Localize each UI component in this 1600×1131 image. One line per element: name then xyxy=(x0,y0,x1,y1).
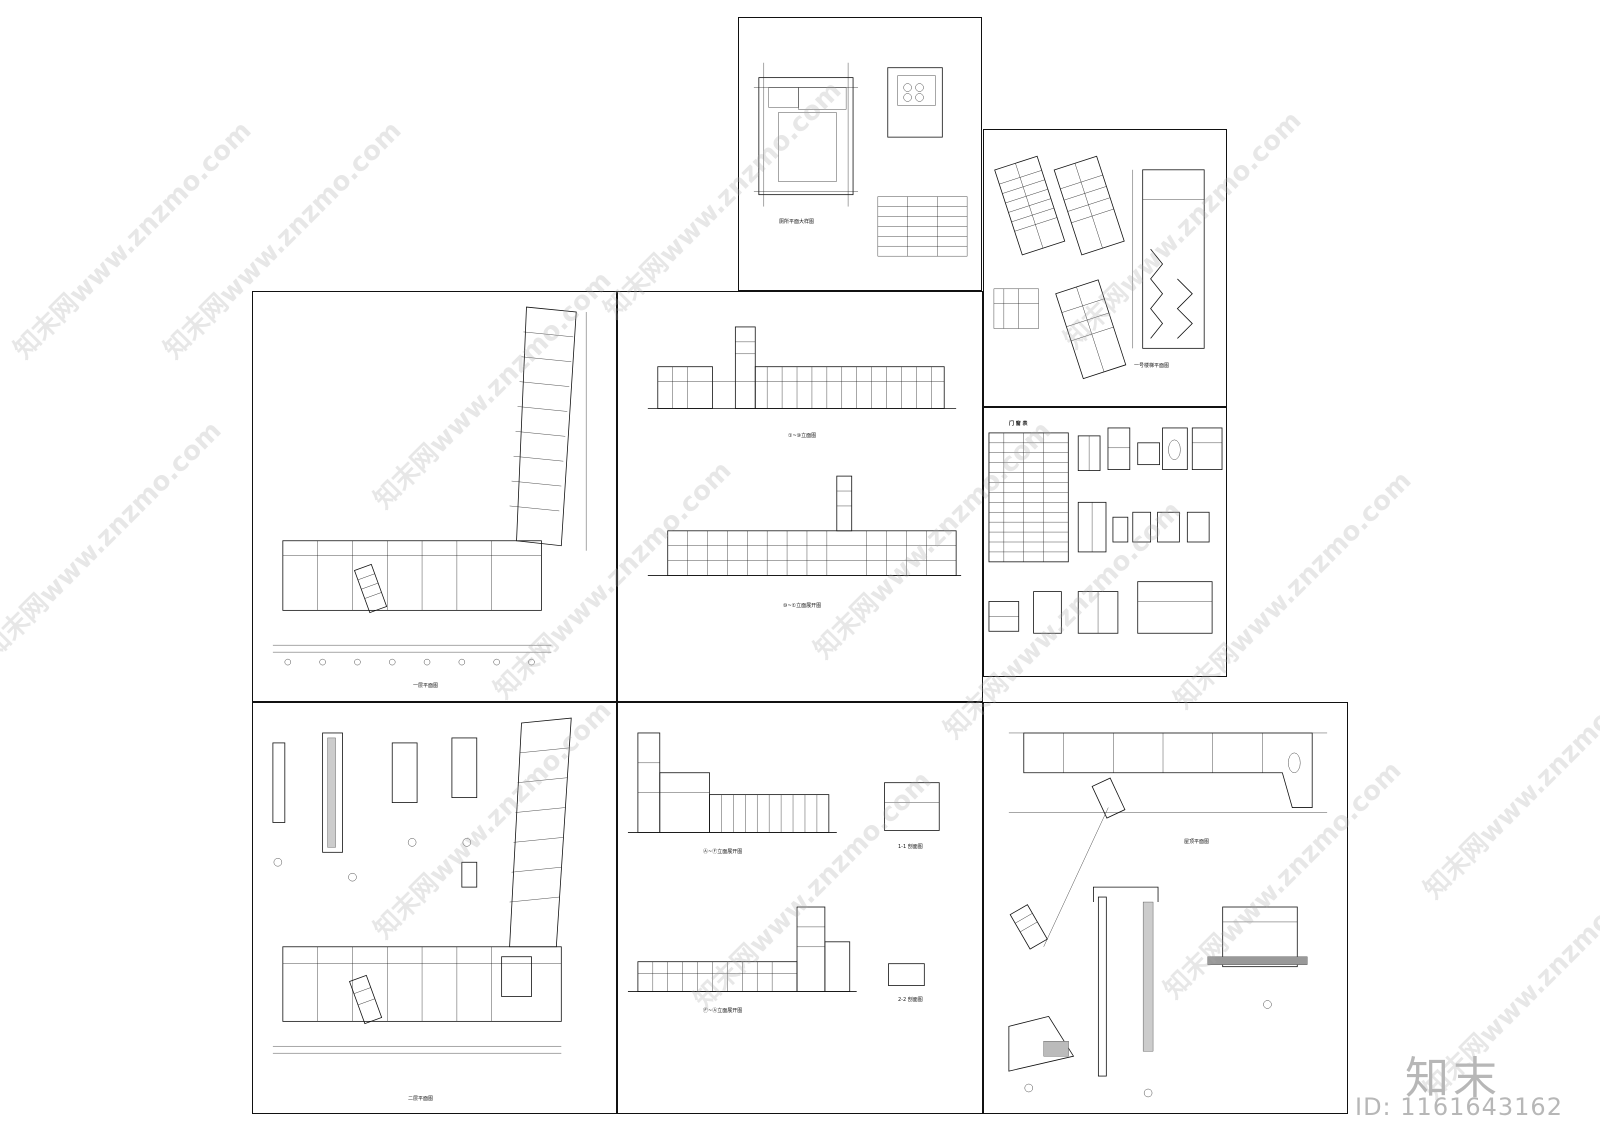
site-detail-drawing xyxy=(753,62,968,257)
site-detail-caption: 厕所平面大样图 xyxy=(779,219,815,225)
sheet-elev-1: ①~⑩立面图 ⑩~①立面展开图 xyxy=(617,291,983,702)
plan-1-caption: 一层平面图 xyxy=(413,683,439,689)
plan-2-drawing xyxy=(272,717,572,1054)
plan-1-drawing xyxy=(272,306,587,666)
elev-1-drawing xyxy=(647,326,962,576)
roof-drawing xyxy=(1008,732,1328,1098)
sheet-stair: 一号楼梯平面图 xyxy=(983,129,1227,407)
watermark-1: 知末网www.znzmo.com xyxy=(8,115,258,365)
elev-2-caption-a: Ⓐ~Ⓕ立面展开图 xyxy=(703,849,743,855)
sheet-site-detail: 厕所平面大样图 xyxy=(738,17,982,291)
brand-id-label: ID: 1161643162 xyxy=(1355,1093,1563,1121)
door-window-drawing xyxy=(988,427,1223,634)
door-window-caption: 门 窗 表 xyxy=(1009,421,1028,427)
watermark-13: 知末网www.znzmo.com xyxy=(1418,655,1600,905)
watermark-2: 知末网www.znzmo.com xyxy=(0,415,228,665)
elev-2-section-b: 2-2 剖面图 xyxy=(898,997,923,1003)
sheet-plan-2: 二层平面图 xyxy=(252,702,617,1114)
stair-caption: 一号楼梯平面图 xyxy=(1134,363,1170,369)
roof-caption: 屋顶平面图 xyxy=(1184,839,1210,845)
sheet-elev-2: Ⓐ~Ⓕ立面展开图 Ⓕ~Ⓐ立面展开图 1-1 剖面图 2-2 剖面图 xyxy=(617,702,983,1114)
plan-2-caption: 二层平面图 xyxy=(408,1096,434,1102)
elev-1-caption-a: ①~⑩立面图 xyxy=(788,433,817,439)
sheet-door-window: 门 窗 表 xyxy=(983,407,1227,677)
elev-1-caption-b: ⑩~①立面展开图 xyxy=(783,603,822,609)
sheet-plan-1: 一层平面图 xyxy=(252,291,617,702)
sheet-roof: 屋顶平面图 xyxy=(983,702,1348,1114)
stair-drawing xyxy=(993,155,1205,380)
elev-2-caption-b: Ⓕ~Ⓐ立面展开图 xyxy=(703,1008,743,1014)
brand-logo: 知末 xyxy=(1405,1053,1501,1104)
elev-2-drawing xyxy=(627,732,940,992)
elev-2-section-a: 1-1 剖面图 xyxy=(898,844,923,850)
